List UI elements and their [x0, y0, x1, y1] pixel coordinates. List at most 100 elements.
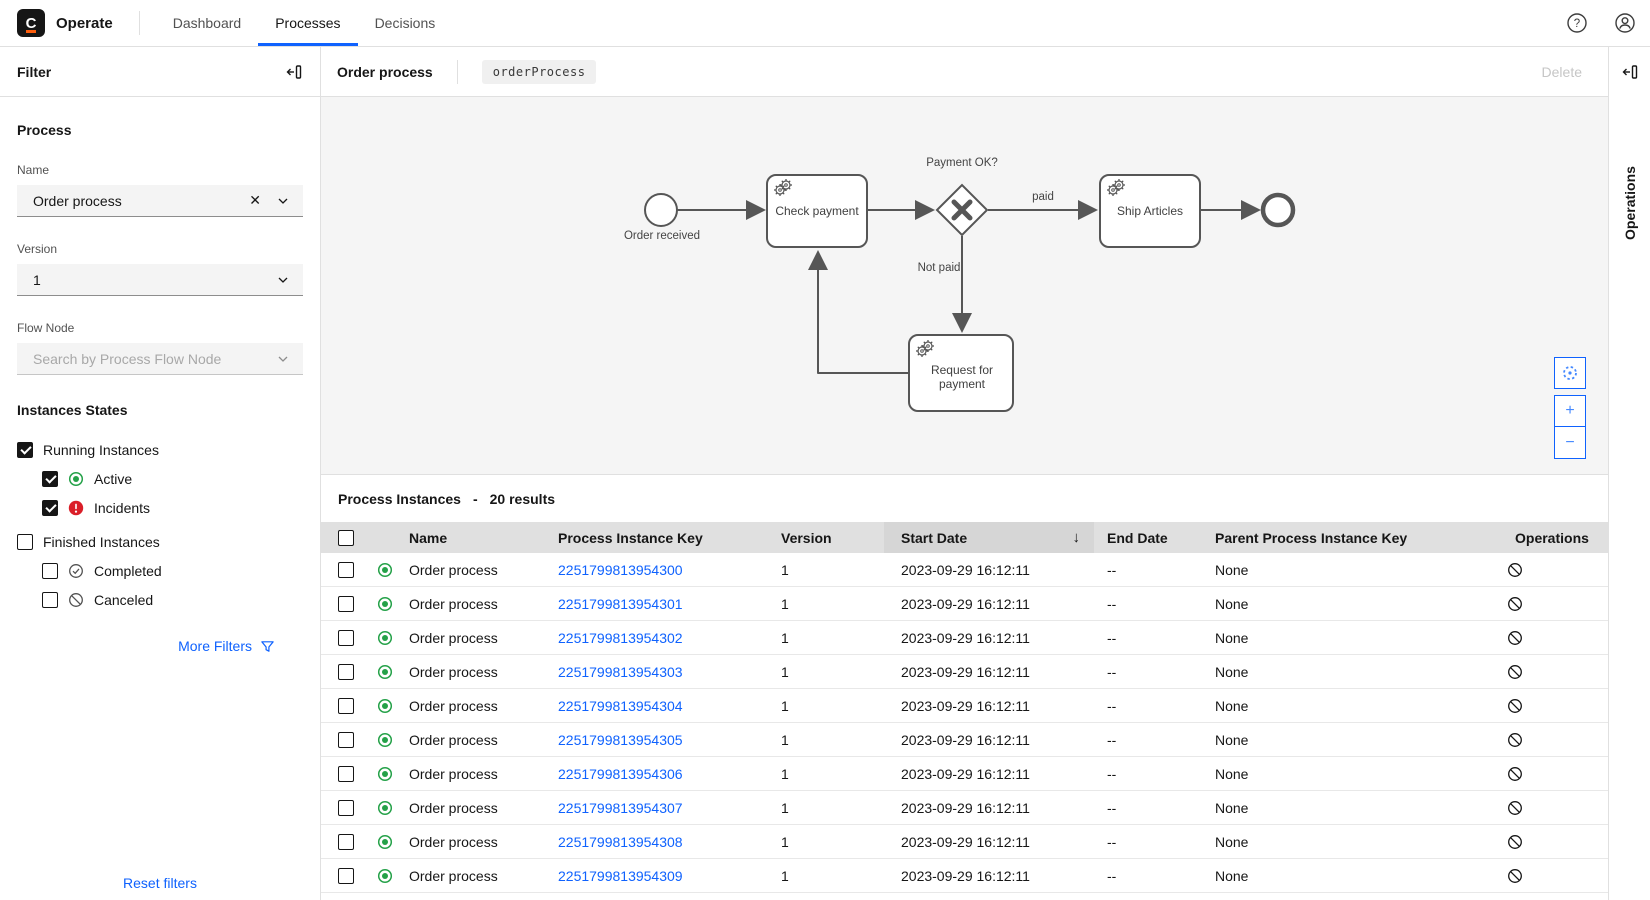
tab-dashboard[interactable]: Dashboard	[172, 15, 242, 31]
table-row[interactable]: Order process 2251799813954306 1 2023-09…	[321, 757, 1608, 791]
table-row[interactable]: Order process 2251799813954308 1 2023-09…	[321, 825, 1608, 859]
version-dropdown[interactable]: 1	[17, 264, 303, 296]
instance-version: 1	[781, 663, 789, 680]
clear-name-icon[interactable]: ✕	[249, 192, 261, 208]
cancel-operation-icon[interactable]	[1507, 664, 1523, 680]
instance-name: Order process	[409, 697, 498, 714]
reset-filters-button[interactable]: Reset filters	[123, 875, 197, 891]
row-checkbox[interactable]	[338, 561, 354, 578]
column-header-name[interactable]: Name	[409, 529, 448, 546]
cancel-operation-icon[interactable]	[1507, 732, 1523, 748]
instance-name: Order process	[409, 595, 498, 612]
instance-end-date: --	[1107, 561, 1117, 578]
state-label: Active	[94, 470, 133, 487]
state-checkbox[interactable]	[42, 591, 58, 608]
instance-parent-key: None	[1215, 731, 1249, 748]
select-all-checkbox[interactable]	[338, 529, 354, 546]
row-checkbox[interactable]	[338, 833, 354, 850]
flow-node-dropdown[interactable]: Search by Process Flow Node	[17, 343, 303, 375]
bpmn-task-request-for-payment[interactable]: Request for payment	[908, 334, 1014, 412]
cancel-operation-icon[interactable]	[1507, 800, 1523, 816]
column-header-end-date[interactable]: End Date	[1107, 529, 1168, 546]
delete-button[interactable]: Delete	[1541, 63, 1582, 80]
bpmn-diagram-canvas[interactable]: Order received Check payment Pay	[321, 97, 1608, 474]
diagram-zoom-in-button[interactable]: +	[1554, 395, 1586, 427]
expand-operations-panel-icon[interactable]	[1620, 62, 1640, 82]
table-row[interactable]: Order process 2251799813954307 1 2023-09…	[321, 791, 1608, 825]
column-header-version[interactable]: Version	[781, 529, 832, 546]
state-label: Canceled	[94, 591, 154, 608]
instance-key-link[interactable]: 2251799813954301	[558, 595, 683, 612]
instance-key-link[interactable]: 2251799813954304	[558, 697, 683, 714]
state-checkbox[interactable]	[42, 562, 58, 579]
cancel-operation-icon[interactable]	[1507, 562, 1523, 578]
state-filter-active: Active	[42, 464, 303, 493]
row-checkbox[interactable]	[338, 867, 354, 884]
tab-processes[interactable]: Processes	[258, 0, 358, 46]
instance-key-link[interactable]: 2251799813954300	[558, 561, 683, 578]
instance-key-link[interactable]: 2251799813954306	[558, 765, 683, 782]
instance-parent-key: None	[1215, 561, 1249, 578]
table-row[interactable]: Order process 2251799813954303 1 2023-09…	[321, 655, 1608, 689]
active-state-icon	[377, 800, 393, 815]
table-row[interactable]: Order process 2251799813954304 1 2023-09…	[321, 689, 1608, 723]
instance-key-link[interactable]: 2251799813954305	[558, 731, 683, 748]
instance-key-link[interactable]: 2251799813954303	[558, 663, 683, 680]
diagram-zoom-out-button[interactable]: −	[1554, 427, 1586, 459]
column-header-parent-key[interactable]: Parent Process Instance Key	[1215, 529, 1408, 546]
instance-name: Order process	[409, 629, 498, 646]
collapse-filter-panel-icon[interactable]	[284, 62, 304, 82]
table-row[interactable]: Order process 2251799813954301 1 2023-09…	[321, 587, 1608, 621]
process-name-combobox[interactable]: Order process ✕	[17, 185, 303, 217]
row-checkbox[interactable]	[338, 765, 354, 782]
diagram-reset-view-button[interactable]	[1554, 357, 1586, 389]
row-checkbox[interactable]	[338, 629, 354, 646]
chevron-down-icon[interactable]	[275, 193, 291, 209]
row-checkbox[interactable]	[338, 663, 354, 680]
state-checkbox[interactable]	[42, 470, 58, 487]
table-row[interactable]: Order process 2251799813954300 1 2023-09…	[321, 553, 1608, 587]
row-checkbox[interactable]	[338, 595, 354, 612]
bpmn-end-event[interactable]	[1260, 192, 1296, 228]
row-checkbox[interactable]	[338, 697, 354, 714]
bpmn-start-event[interactable]: Order received	[624, 193, 700, 242]
instance-key-link[interactable]: 2251799813954302	[558, 629, 683, 646]
version-field-label: Version	[17, 242, 58, 256]
column-header-key[interactable]: Process Instance Key	[558, 529, 703, 546]
cancel-operation-icon[interactable]	[1507, 596, 1523, 612]
table-row[interactable]: Order process 2251799813954305 1 2023-09…	[321, 723, 1608, 757]
state-checkbox[interactable]	[17, 533, 33, 550]
bpmn-task-check-payment[interactable]: Check payment	[766, 174, 868, 248]
instance-key-link[interactable]: 2251799813954307	[558, 799, 683, 816]
tab-decisions[interactable]: Decisions	[374, 15, 436, 31]
cancel-operation-icon[interactable]	[1507, 698, 1523, 714]
cancel-operation-icon[interactable]	[1507, 630, 1523, 646]
process-id-badge: orderProcess	[481, 59, 597, 84]
table-row[interactable]: Order process 2251799813954302 1 2023-09…	[321, 621, 1608, 655]
user-profile-icon[interactable]	[1614, 12, 1636, 34]
table-row[interactable]: Order process 2251799813954309 1 2023-09…	[321, 859, 1608, 893]
row-checkbox[interactable]	[338, 731, 354, 748]
chevron-down-icon[interactable]	[275, 272, 291, 288]
help-icon[interactable]: ?	[1566, 12, 1588, 34]
instance-name: Order process	[409, 867, 498, 884]
state-label: Incidents	[94, 499, 151, 516]
cancel-operation-icon[interactable]	[1507, 834, 1523, 850]
instance-parent-key: None	[1215, 663, 1249, 680]
cancel-operation-icon[interactable]	[1507, 766, 1523, 782]
flow-node-placeholder: Search by Process Flow Node	[33, 350, 222, 367]
bpmn-task-ship-articles[interactable]: Ship Articles	[1099, 174, 1201, 248]
instance-version: 1	[781, 833, 789, 850]
state-checkbox[interactable]	[17, 441, 33, 458]
row-checkbox[interactable]	[338, 799, 354, 816]
instance-key-link[interactable]: 2251799813954308	[558, 833, 683, 850]
logo-orange-mark	[26, 30, 36, 33]
cancel-operation-icon[interactable]	[1507, 868, 1523, 884]
bpmn-exclusive-gateway[interactable]: Payment OK?	[926, 157, 998, 237]
nav-tabs: Dashboard Processes Decisions	[156, 0, 453, 46]
more-filters-button[interactable]: More Filters	[17, 638, 303, 654]
instance-key-link[interactable]: 2251799813954309	[558, 867, 683, 884]
state-checkbox[interactable]	[42, 499, 58, 516]
bpmn-diagram: Order received Check payment Pay	[624, 157, 1296, 412]
column-header-start-date[interactable]: Start Date ↓	[884, 522, 1094, 553]
